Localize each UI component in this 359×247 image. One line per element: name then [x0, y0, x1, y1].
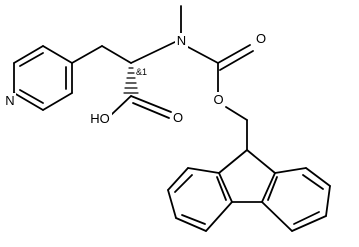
bond-n-c	[187, 46, 219, 64]
bond-ch2-calpha	[101, 45, 132, 64]
bond	[305, 167, 331, 187]
double-bond-c-o	[132, 102, 170, 119]
bond-c-o	[130, 95, 172, 113]
bond	[167, 189, 177, 219]
double-bond-inner	[302, 174, 324, 190]
double-bond-c-o	[219, 50, 254, 71]
fluorene-left-benzene	[167, 167, 233, 232]
bond	[42, 45, 73, 64]
bond	[274, 167, 307, 174]
double-bond-inner	[19, 89, 44, 104]
double-bond-inner	[267, 176, 278, 201]
bond-c-oh	[110, 95, 132, 116]
bond-o-ch2	[225, 106, 248, 121]
bond	[167, 167, 189, 191]
bond	[187, 167, 220, 174]
atom-o-carbonyl: O	[256, 31, 266, 46]
bond	[291, 215, 327, 232]
bond	[205, 201, 233, 232]
double-bond-inner	[293, 211, 320, 225]
double-bond-inner	[174, 174, 193, 193]
hashed-wedge-bond	[123, 67, 139, 94]
bond	[42, 92, 73, 111]
bond	[175, 217, 207, 232]
bond	[218, 172, 233, 203]
atom-n-methyl: N	[177, 33, 186, 48]
bond-c-o	[217, 44, 251, 64]
fluorene-right-benzene	[261, 167, 331, 232]
bond	[13, 45, 44, 64]
double-bond-inner	[181, 214, 206, 225]
double-bond-inner	[216, 176, 227, 201]
atom-o-ester: O	[213, 92, 223, 107]
bond	[325, 185, 331, 217]
bond	[13, 92, 44, 111]
bond	[218, 149, 248, 174]
double-bond-inner	[19, 52, 44, 67]
bond	[246, 149, 276, 174]
bond	[261, 201, 293, 232]
atom-acid-oh: HO	[90, 111, 110, 126]
stereo-label: &1	[136, 67, 147, 77]
pyridine-ring	[13, 45, 73, 111]
atom-n-pyridine: N	[5, 93, 14, 108]
atom-o-acid-carbonyl: O	[173, 110, 183, 125]
fluorene-five-ring	[218, 149, 276, 203]
bond-ring-ch2	[71, 45, 103, 64]
bond	[261, 172, 276, 203]
bond-calpha-n	[130, 41, 176, 64]
